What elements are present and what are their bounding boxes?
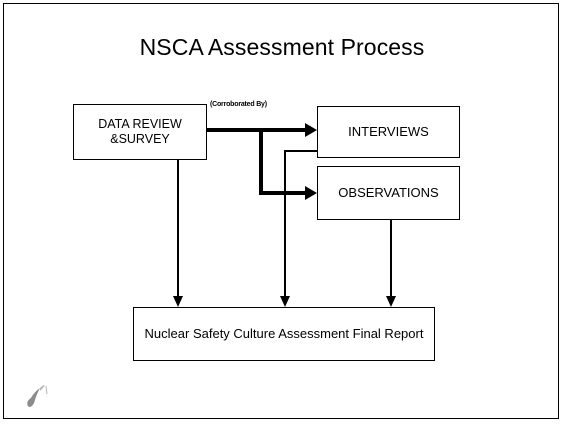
corroborated-by-annotation: (Corroborated By) (210, 101, 267, 108)
node-final-report-label: Nuclear Safety Culture Assessment Final … (144, 326, 424, 342)
arrowhead-interviews (305, 123, 317, 137)
node-final-report: Nuclear Safety Culture Assessment Final … (133, 307, 435, 361)
node-observations-label: OBSERVATIONS (338, 185, 439, 201)
node-interviews: INTERVIEWS (317, 106, 460, 158)
node-observations: OBSERVATIONS (317, 166, 460, 220)
node-interviews-label: INTERVIEWS (348, 124, 429, 140)
arrowhead-final-center (280, 296, 290, 307)
node-data-review-survey: DATA REVIEW &SURVEY (73, 104, 207, 160)
arrowhead-final-left (173, 296, 183, 307)
edge-interviews-to-final-report (284, 150, 317, 298)
arrowhead-observations (305, 186, 317, 200)
node-data-review-label: DATA REVIEW &SURVEY (98, 117, 182, 146)
quill-pen-logo-icon (27, 385, 48, 407)
arrowhead-final-right (386, 296, 396, 307)
slide-title: NSCA Assessment Process (139, 34, 425, 60)
edge-data-review-to-observations (259, 130, 309, 195)
